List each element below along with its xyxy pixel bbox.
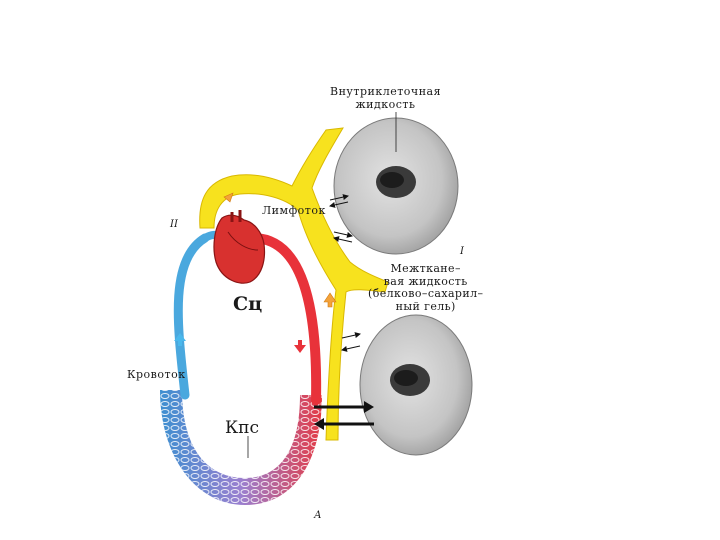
capillary-network [160, 390, 322, 505]
arterial-flow-arrow-icon [294, 340, 306, 353]
figure-letter-label: А [314, 510, 322, 522]
lymph-flow-label: Лимфоток [262, 205, 326, 218]
blood-flow-label: Кровоток [127, 369, 186, 382]
roman-two-label: II [170, 219, 178, 231]
sc-label: Сц [233, 294, 262, 316]
heart-icon [214, 210, 264, 283]
exchange-arrows-lower [342, 334, 360, 350]
lower-cell [360, 315, 472, 455]
intracellular-fluid-label: Внутриклеточная жидкость [330, 86, 441, 111]
kps-label: Кпс [225, 419, 259, 439]
interstitial-fluid-label: Межткане– вая жидкость (белково–сахарил–… [368, 263, 483, 314]
roman-one-label: I [460, 246, 464, 258]
